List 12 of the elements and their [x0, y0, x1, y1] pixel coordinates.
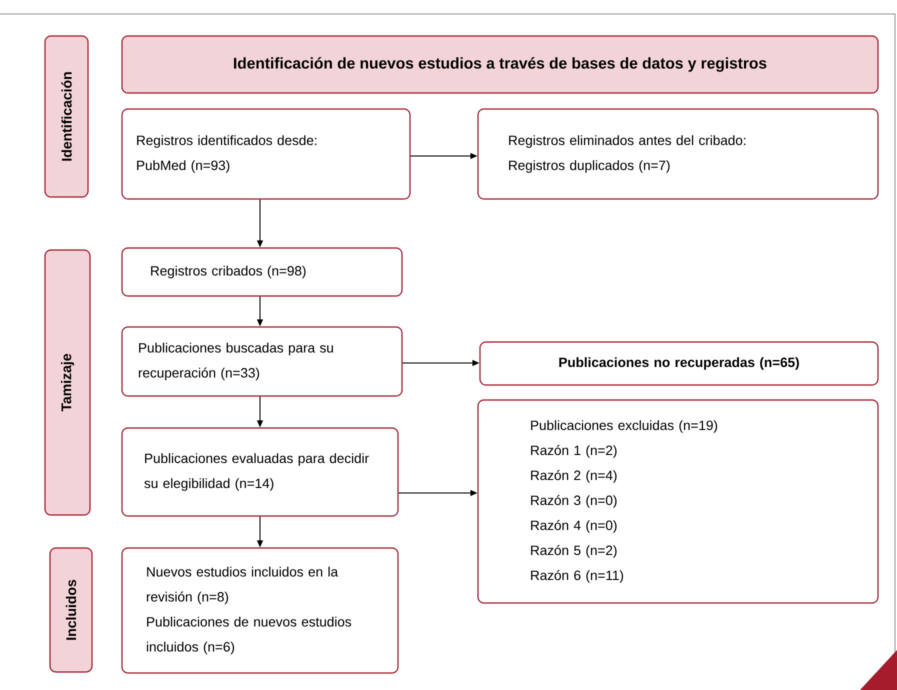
process-box: Publicaciones evaluadas para decidir su elegibilidad (n=14)	[121, 427, 399, 517]
title-box: Identificación de nuevos estudios a través de bases de datos y registros	[121, 35, 879, 94]
section-label: Identificación	[44, 35, 89, 198]
section-label: Incluidos	[49, 547, 93, 673]
process-box: Registros eliminados antes del cribado: Registros duplicados (n=7)	[477, 108, 879, 200]
process-box: Registros cribados (n=98)	[121, 247, 403, 297]
process-box: Nuevos estudios incluidos en la revisión (n=8) Publicaciones de nuevos estudios incluidos (n=6)	[121, 547, 399, 674]
process-box: Publicaciones excluidas (n=19) Razón 1 (n=2) Razón 2 (n=4) Razón 3 (n=0) Razón 4 (n=0) Razón 5 (n=2) Razón 6 (n=11)	[477, 399, 879, 604]
section-label: Tamizaje	[44, 249, 91, 516]
process-box: Publicaciones buscadas para su recuperación (n=33)	[121, 326, 403, 397]
process-box: Publicaciones no recuperadas (n=65)	[479, 341, 879, 386]
process-box: Registros identificados desde: PubMed (n=93)	[121, 108, 411, 200]
